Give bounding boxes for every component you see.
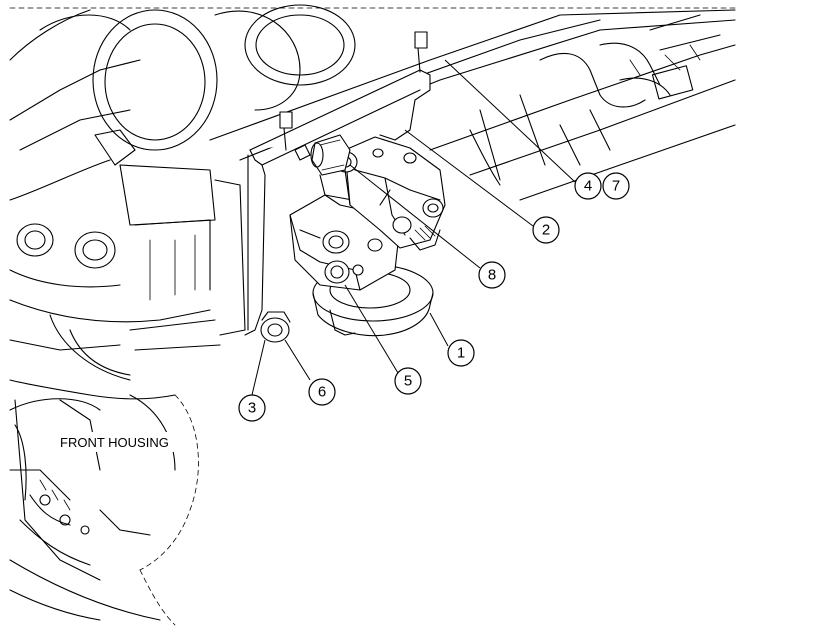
leader-lines xyxy=(251,59,576,396)
callout-1: 1 xyxy=(447,339,475,367)
callout-5-label: 5 xyxy=(404,373,412,390)
callout-3-label: 3 xyxy=(248,400,256,417)
front-housing-label-bg xyxy=(56,432,176,452)
mounting-bracket xyxy=(244,31,431,336)
callout-4-label: 4 xyxy=(584,178,592,195)
callout-2-label: 2 xyxy=(542,222,550,239)
callout-2: 2 xyxy=(532,216,560,244)
callout-1-label: 1 xyxy=(457,345,465,362)
plug-part xyxy=(260,311,291,343)
front-housing-label: FRONT HOUSING xyxy=(60,435,169,450)
callout-3: 3 xyxy=(238,394,266,422)
callout-6: 6 xyxy=(308,378,336,406)
callout-7-label: 7 xyxy=(612,178,620,195)
callout-8: 8 xyxy=(478,261,506,289)
filter-base-assembly xyxy=(289,134,446,337)
callout-7: 7 xyxy=(602,172,630,200)
callout-4: 4 xyxy=(574,172,602,200)
callout-8-label: 8 xyxy=(488,267,496,284)
callout-5: 5 xyxy=(394,367,422,395)
callout-6-label: 6 xyxy=(318,384,326,401)
